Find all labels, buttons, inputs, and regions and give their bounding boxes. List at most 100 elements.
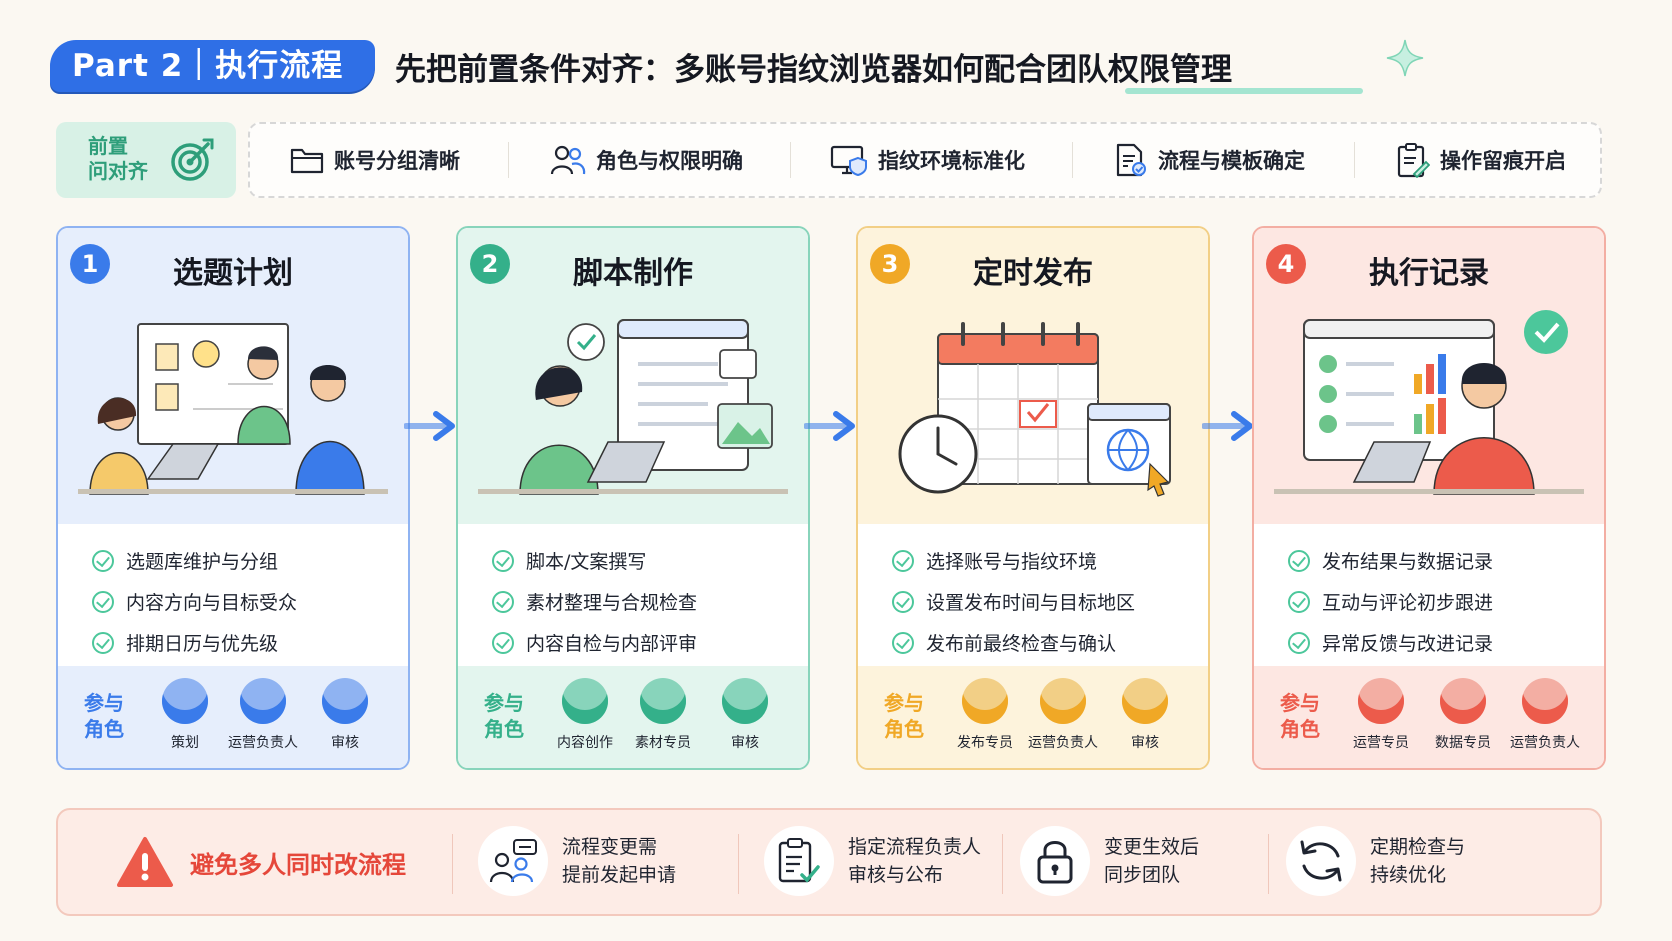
check-icon	[92, 590, 114, 613]
avatar	[240, 678, 286, 724]
users-icon	[550, 145, 586, 175]
warning-text: 避免多人同时改流程	[190, 850, 406, 879]
script-writing-illustration	[478, 319, 788, 495]
step-title: 执行记录	[1369, 256, 1489, 291]
role: 运营专员	[1336, 678, 1426, 752]
prereq-item-fingerprint: 指纹环境标准化	[830, 124, 1025, 196]
list-item: 发布前最终检查与确认	[892, 622, 1135, 663]
step-task-list: 脚本/文案撰写 素材整理与合规检查 内容自检与内部评审	[492, 540, 697, 663]
check-icon	[892, 549, 914, 572]
avatar	[162, 678, 208, 724]
check-icon	[92, 631, 114, 654]
rule-item: 指定流程负责人 审核与公布	[764, 826, 981, 896]
warning: 避免多人同时改流程	[116, 836, 406, 888]
card-illustration-area: 1 选题计划	[58, 228, 408, 524]
card-illustration-area: 2 脚本制作	[458, 228, 808, 524]
role: 审核	[700, 678, 790, 752]
list-item: 设置发布时间与目标地区	[892, 581, 1135, 622]
role: 发布专员	[940, 678, 1030, 752]
divider	[508, 142, 509, 178]
roles-label: 参与 角色	[484, 691, 524, 741]
avatar	[562, 678, 608, 724]
prereq-item-templates: 流程与模板确定	[1114, 124, 1305, 196]
divider	[1268, 834, 1269, 894]
list-item: 内容自检与内部评审	[492, 622, 697, 663]
step-title: 脚本制作	[573, 256, 693, 291]
avatar	[962, 678, 1008, 724]
roles-panel: 参与 角色 策划 运营负责人 审核	[58, 666, 408, 768]
step-task-list: 发布结果与数据记录 互动与评论初步跟进 异常反馈与改进记录	[1288, 540, 1493, 663]
list-item: 素材整理与合规检查	[492, 581, 697, 622]
rule-item: 变更生效后 同步团队	[1020, 826, 1199, 896]
step-number: 3	[870, 244, 910, 284]
role: 运营负责人	[218, 678, 308, 752]
target-icon	[171, 138, 214, 181]
roles-panel: 参与 角色 运营专员 数据专员 运营负责人	[1254, 666, 1604, 768]
refresh-icon	[1300, 840, 1342, 882]
step-card-plan: 1 选题计划 选题库维护与分组 内容方向与目标受众 排期日历与优先级 参与 角色…	[56, 226, 410, 770]
check-icon	[1288, 631, 1310, 654]
document-check-icon	[1116, 143, 1146, 177]
lock-icon	[1037, 841, 1073, 884]
check-icon	[92, 549, 114, 572]
step-number: 4	[1266, 244, 1306, 284]
role: 审核	[1100, 678, 1190, 752]
divider	[1002, 834, 1003, 894]
roles-label: 参与 角色	[1280, 691, 1320, 741]
avatar	[1040, 678, 1086, 724]
step-task-list: 选题库维护与分组 内容方向与目标受众 排期日历与优先级	[92, 540, 297, 663]
step-number: 2	[470, 244, 510, 284]
prereq-bar: 账号分组清晰 角色与权限明确 指纹环境标准化 流程与模板确定 操作留痕开启	[248, 122, 1602, 198]
role: 策划	[140, 678, 230, 752]
divider	[1072, 142, 1073, 178]
people-chat-icon	[489, 839, 537, 883]
sparkle-icon	[1386, 39, 1424, 77]
prereq-item-audit: 操作留痕开启	[1396, 124, 1566, 196]
rule-item: 流程变更需 提前发起申请	[478, 826, 676, 896]
step-card-record: 4 执行记录 发布结果与数据记录 互动与评论初步跟进 异常反馈与改进记录 参与 …	[1252, 226, 1606, 770]
divider	[738, 834, 739, 894]
divider	[1354, 142, 1355, 178]
title-underline	[1125, 88, 1363, 94]
avatar	[722, 678, 768, 724]
step-number: 1	[70, 244, 110, 284]
divider	[790, 142, 791, 178]
role: 数据专员	[1418, 678, 1508, 752]
planning-meeting-illustration	[78, 323, 388, 495]
list-item: 互动与评论初步跟进	[1288, 581, 1493, 622]
list-item: 选题库维护与分组	[92, 540, 297, 581]
roles-label: 参与 角色	[84, 691, 124, 741]
list-item: 选择账号与指纹环境	[892, 540, 1135, 581]
role: 审核	[300, 678, 390, 752]
list-item: 内容方向与目标受众	[92, 581, 297, 622]
role: 运营负责人	[1500, 678, 1590, 752]
part-badge: Part 2｜执行流程	[50, 40, 375, 92]
folder-icon	[290, 148, 324, 174]
step-task-list: 选择账号与指纹环境 设置发布时间与目标地区 发布前最终检查与确认	[892, 540, 1135, 663]
prereq-item-roles: 角色与权限明确	[550, 124, 743, 196]
avatar	[1122, 678, 1168, 724]
card-illustration-area: 4 执行记录	[1254, 228, 1604, 524]
check-icon	[1288, 590, 1310, 613]
list-item: 脚本/文案撰写	[492, 540, 697, 581]
check-icon	[1288, 549, 1310, 572]
scheduled-publish-illustration	[898, 322, 1171, 497]
execution-record-illustration	[1274, 310, 1584, 495]
card-illustration-area: 3 定时发布	[858, 228, 1208, 524]
avatar	[1522, 678, 1568, 724]
step-card-schedule: 3 定时发布 选择账号与指纹环境 设置发布时间与目标地区 发布前最终检查与确认 …	[856, 226, 1210, 770]
step-title: 选题计划	[173, 256, 293, 291]
rule-item: 定期检查与 持续优化	[1286, 826, 1465, 896]
divider	[452, 834, 453, 894]
prereq-item-account-groups: 账号分组清晰	[290, 124, 460, 196]
role: 内容创作	[540, 678, 630, 752]
list-item: 异常反馈与改进记录	[1288, 622, 1493, 663]
prereq-label: 前置 问对齐	[88, 134, 148, 183]
warning-bar: 避免多人同时改流程 流程变更需 提前发起申请 指定流程负责人 审核与公布 变更生…	[56, 808, 1602, 916]
roles-label: 参与 角色	[884, 691, 924, 741]
avatar	[1440, 678, 1486, 724]
step-title: 定时发布	[973, 256, 1093, 291]
arrow-right-icon	[404, 411, 455, 441]
roles-panel: 参与 角色 内容创作 素材专员 审核	[458, 666, 808, 768]
avatar	[322, 678, 368, 724]
